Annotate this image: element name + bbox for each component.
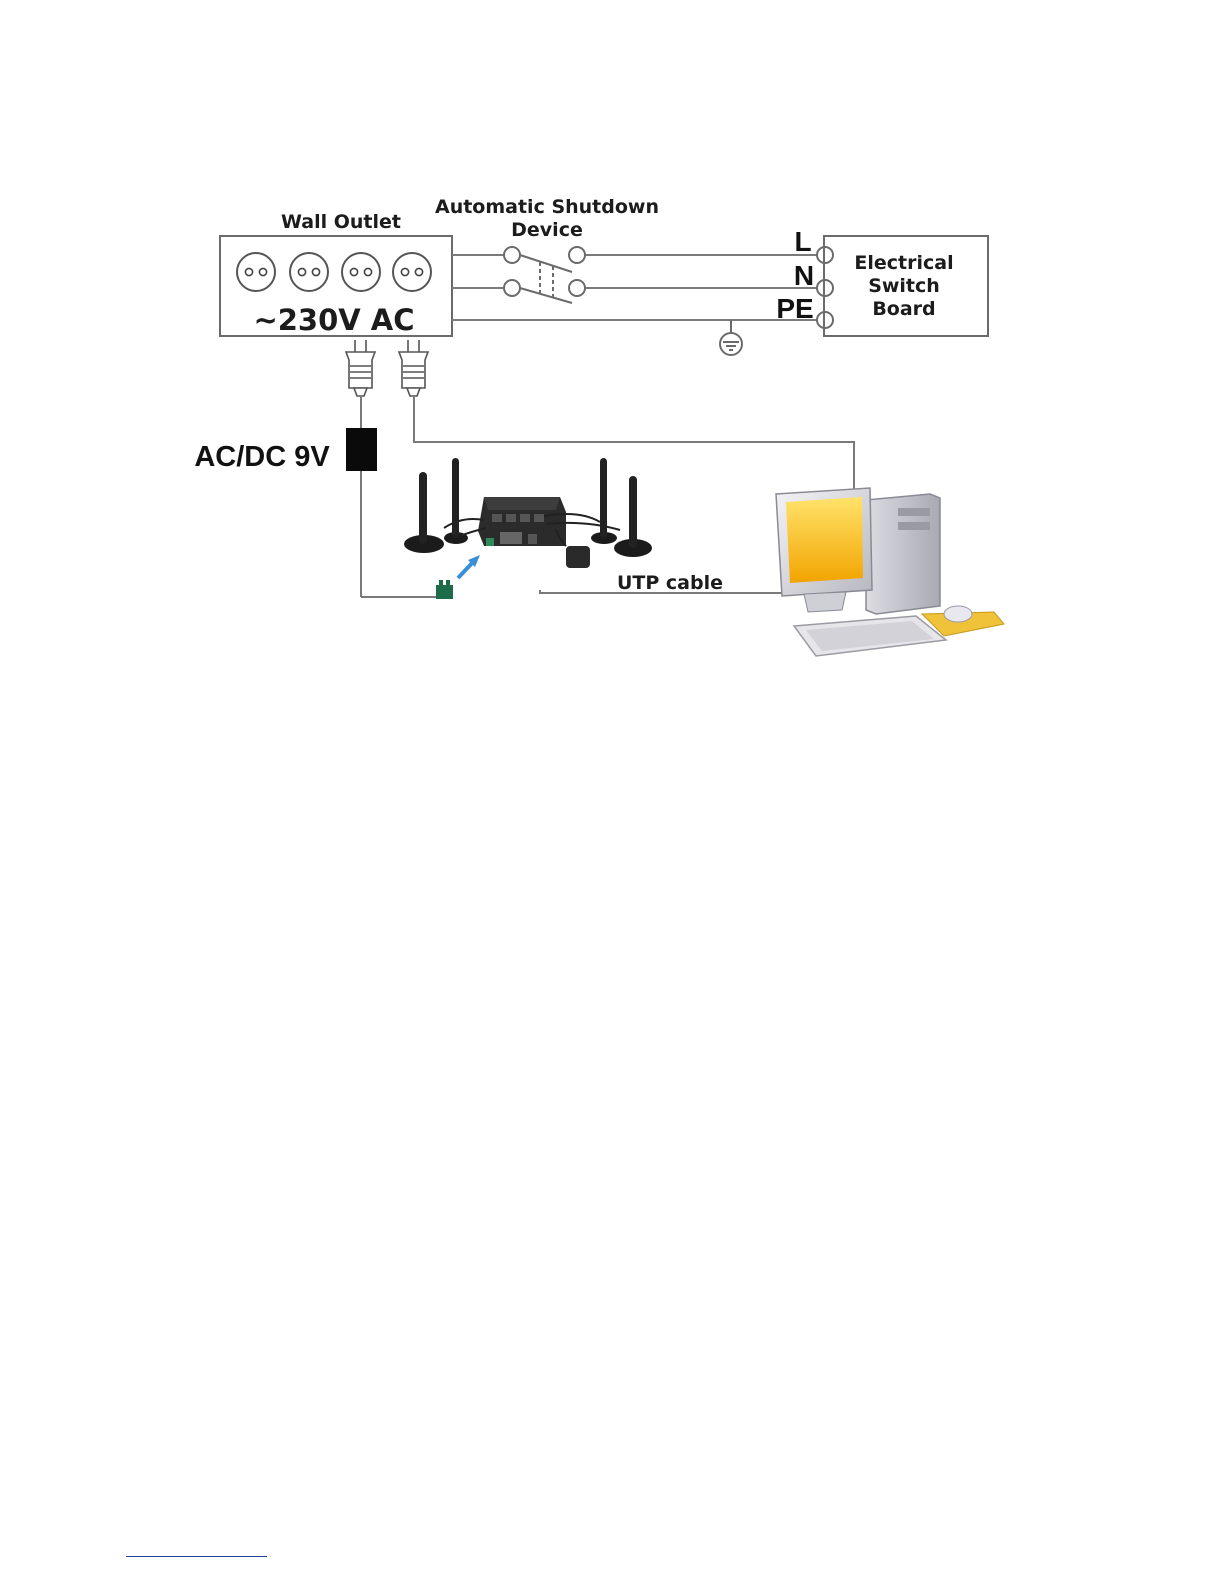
wiring-diagram: Wall Outlet Automatic Shutdown Device ~2… xyxy=(0,0,1224,700)
footer-rule xyxy=(126,1556,267,1557)
line-pe-label: PE xyxy=(776,293,813,324)
plug-icon xyxy=(346,340,375,396)
adapter-label: AC/DC 9V xyxy=(194,441,330,473)
electrical-switch-board: Electrical Switch Board xyxy=(824,236,988,336)
utp-cable-label: UTP cable xyxy=(617,572,723,594)
shutdown-device-label-line1: Automatic Shutdown xyxy=(435,196,659,218)
antenna-icon xyxy=(404,472,444,553)
antenna-icon xyxy=(614,476,652,557)
arrow-icon xyxy=(458,555,480,578)
switchboard-label-line3: Board xyxy=(872,298,935,320)
wall-outlet-label: Wall Outlet xyxy=(281,211,401,233)
antenna-icon xyxy=(591,458,617,544)
switchboard-label-line2: Switch xyxy=(868,275,940,297)
line-l-label: L xyxy=(794,226,811,257)
voltage-label: ~230V AC xyxy=(253,303,414,337)
line-n-label: N xyxy=(794,260,814,291)
computer-icon xyxy=(776,488,1004,656)
switchboard-label-line1: Electrical xyxy=(854,252,953,274)
power-connector-icon xyxy=(436,580,453,599)
shutdown-switch xyxy=(504,247,585,303)
plug-icon xyxy=(399,340,428,396)
router-icon xyxy=(444,497,620,568)
shutdown-device-label-line2: Device xyxy=(511,219,583,241)
antenna-icon xyxy=(444,458,468,544)
adapter-icon xyxy=(346,428,377,471)
ground-icon xyxy=(720,320,742,355)
router-group xyxy=(404,458,652,599)
